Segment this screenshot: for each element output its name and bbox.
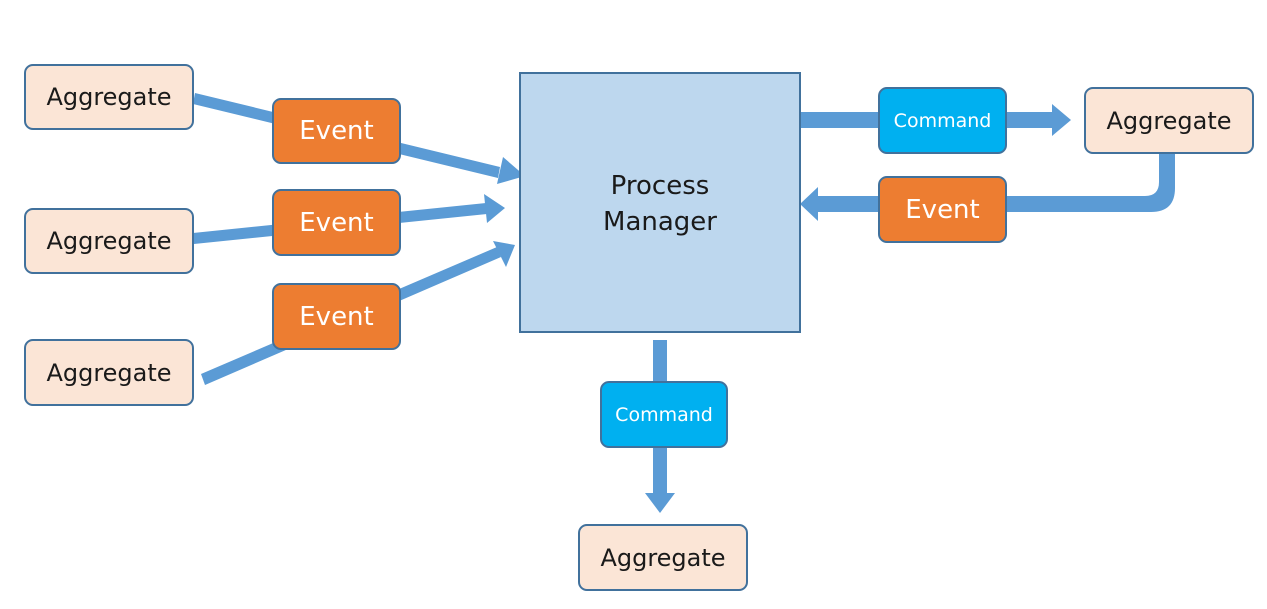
process-manager-box: Process Manager: [519, 72, 801, 333]
aggregate-label: Aggregate: [600, 543, 726, 572]
arrowhead-left-1: [497, 157, 525, 184]
command-right: Command: [878, 87, 1007, 154]
aggregate-left-3: Aggregate: [24, 339, 194, 406]
aggregate-label: Aggregate: [46, 83, 172, 111]
aggregate-left-2: Aggregate: [24, 208, 194, 274]
event-label: Event: [299, 207, 374, 238]
command-label: Command: [893, 109, 992, 132]
event-left-1: Event: [272, 98, 401, 164]
process-manager-label: Process Manager: [603, 171, 717, 238]
aggregate-label: Aggregate: [46, 358, 172, 387]
aggregate-left-1: Aggregate: [24, 64, 194, 130]
aggregate-right: Aggregate: [1084, 87, 1254, 154]
event-right: Event: [878, 176, 1007, 243]
event-left-3: Event: [272, 283, 401, 350]
aggregate-label: Aggregate: [1106, 106, 1232, 135]
event-label: Event: [905, 194, 980, 225]
event-label: Event: [299, 116, 374, 146]
arrowhead-left-2: [484, 194, 505, 223]
arrowhead-left-3: [493, 241, 515, 267]
aggregate-label: Aggregate: [46, 227, 172, 255]
command-label: Command: [615, 403, 713, 426]
aggregate-bottom: Aggregate: [578, 524, 748, 591]
command-bottom: Command: [600, 381, 728, 448]
event-label: Event: [299, 301, 374, 332]
event-left-2: Event: [272, 189, 401, 256]
